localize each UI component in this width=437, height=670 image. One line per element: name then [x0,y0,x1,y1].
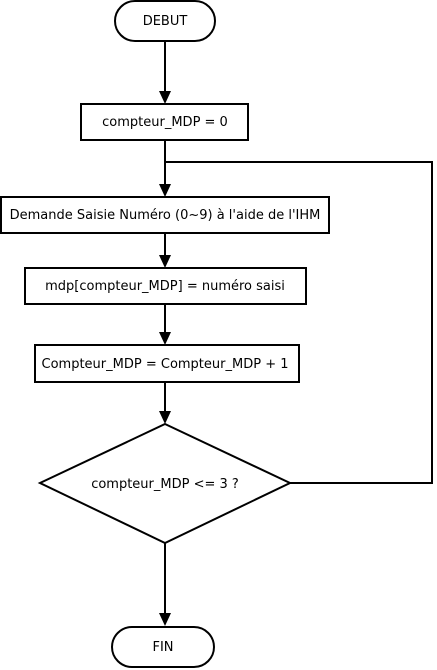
end-label: FIN [152,640,173,655]
init-label: compteur_MDP = 0 [102,115,228,130]
arrowhead-increment [159,332,171,345]
loop-back-connector [165,161,433,484]
start-label: DEBUT [143,14,188,29]
increment-label: Compteur_MDP = Compteur_MDP + 1 [42,357,289,372]
arrowhead-init [159,91,171,104]
init-process-box [80,103,249,141]
arrowhead-store [159,255,171,268]
arrowhead-prompt [159,184,171,197]
store-process-box [24,267,307,305]
arrowhead-end [159,613,171,626]
end-terminal [111,626,215,668]
prompt-process-box [0,196,330,234]
increment-process-box [34,344,300,383]
prompt-label: Demande Saisie Numéro (0~9) à l'aide de … [10,208,321,223]
start-terminal [114,0,216,42]
store-label: mdp[compteur_MDP] = numéro saisi [45,279,285,294]
arrowhead-decision [159,411,171,424]
decision-diamond [37,422,293,545]
decision-label: compteur_MDP <= 3 ? [91,477,239,492]
